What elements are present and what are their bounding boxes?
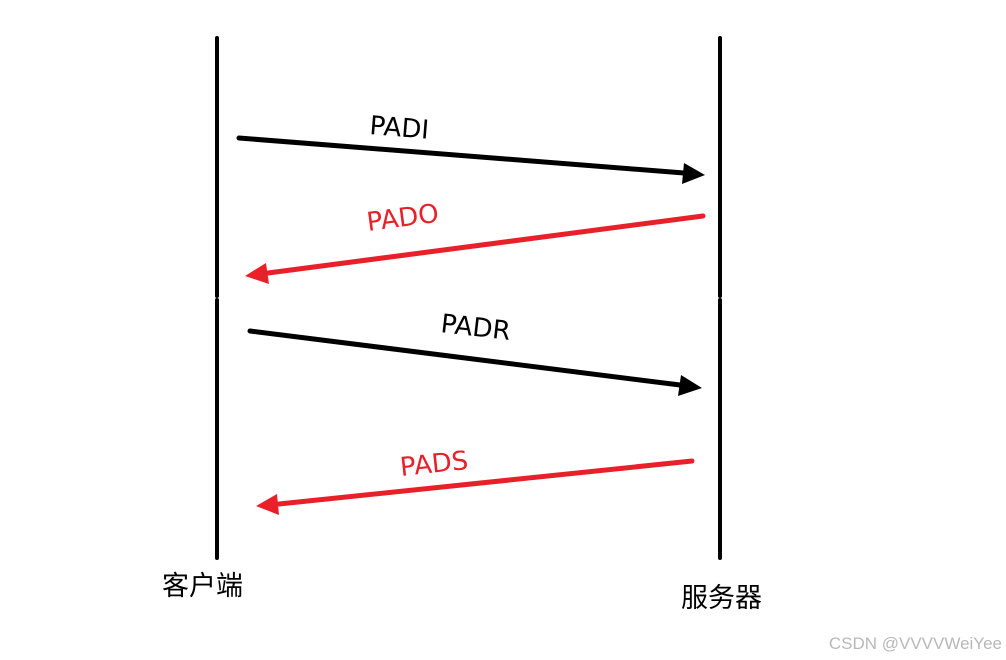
label-padi: PADI: [368, 111, 430, 146]
arrowhead-pads: [256, 494, 279, 515]
label-padr: PADR: [439, 309, 512, 347]
arrowhead-padr: [678, 375, 702, 396]
arrow-padi: [236, 135, 687, 176]
message-padr: PADR: [247, 309, 702, 396]
label-pado: PADO: [365, 199, 441, 238]
message-pado: PADO: [245, 199, 706, 284]
label-pads: PADS: [399, 446, 470, 483]
arrow-pads: [276, 458, 695, 507]
arrow-padr: [247, 328, 683, 388]
message-pads: PADS: [256, 446, 695, 515]
watermark: CSDN @VVVVWeiYee: [828, 634, 1002, 653]
message-padi: PADI: [236, 111, 705, 184]
arrowhead-pado: [245, 263, 269, 284]
arrowhead-padi: [682, 163, 705, 184]
server-label: 服务器: [681, 583, 762, 614]
arrow-pado: [265, 213, 706, 276]
client-label: 客户端: [162, 571, 243, 602]
